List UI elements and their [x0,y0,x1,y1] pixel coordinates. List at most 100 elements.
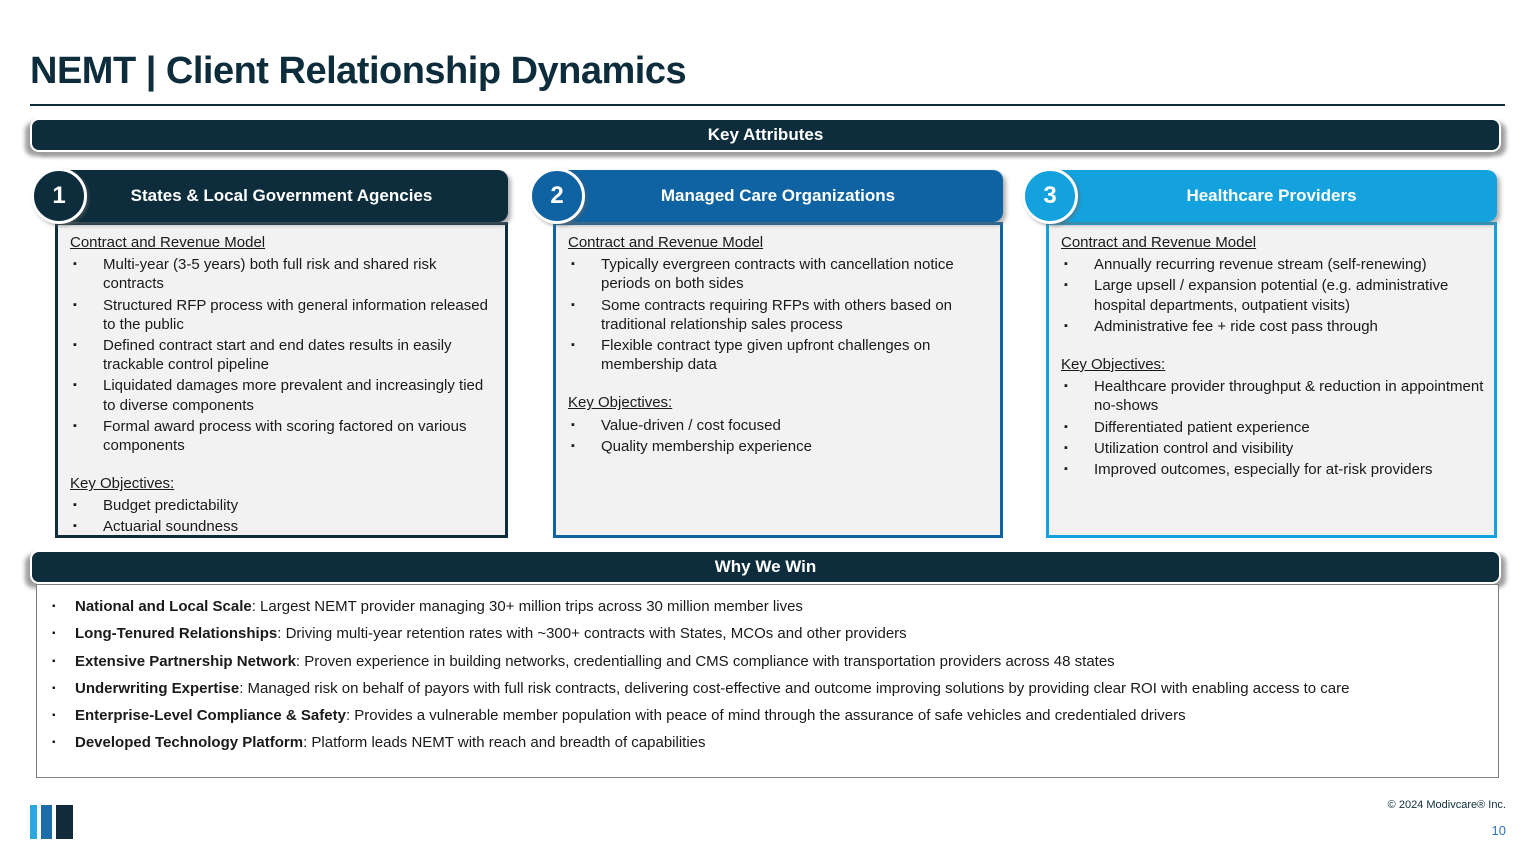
bullet-square-icon: ▪ [52,628,56,640]
why-we-win-panel: ▪ National and Local Scale: Largest NEMT… [36,584,1499,778]
list-item: ▪ Utilization control and visibility [1061,439,1486,458]
bullet-text: Budget predictability [103,497,239,515]
bullet-square-icon: ▪ [52,737,56,749]
card-body: Contract and Revenue Model ▪ Annually rec… [1046,222,1497,538]
why-item-text: Extensive Partnership Network: Proven ex… [75,653,1115,672]
card-states-local-government: 1 States & Local Government Agencies Con… [31,168,508,538]
logo-bar-navy [56,805,73,839]
list-item: ▪Quality membership experience [568,437,992,456]
bullet-square-icon: ▪ [571,258,575,271]
bullet-text: Annually recurring revenue stream (self-… [1094,256,1427,274]
logo-bar-light-blue [30,805,37,839]
bullet-square-icon: ▪ [73,419,77,432]
list-item: ▪Large upsell / expansion potential (e.g… [1061,276,1486,314]
list-item: ▪ Administrative fee + ride cost pass thr… [1061,317,1486,336]
why-item-text: Developed Technology Platform: Platform … [75,734,706,753]
card-body: Contract and Revenue Model ▪Multi-year (… [55,222,508,538]
list-item: ▪ National and Local Scale: Largest NEMT… [47,598,1488,617]
list-item: ▪Budget predictability [70,496,497,515]
list-item: ▪ Multi-year (3-5 years) both full risk a… [70,255,497,293]
contract-bullet-list: ▪ Annually recurring revenue stream (self… [1061,255,1486,336]
list-item: ▪Value-driven / cost focused [568,416,992,435]
list-item: ▪ Annually recurring revenue stream (self… [1061,255,1486,274]
objectives-bullet-list: ▪Value-driven / cost focused ▪Quality me… [568,416,992,456]
why-we-win-banner: Why We Win [30,550,1501,584]
list-item: ▪ Actuarial soundness [70,517,497,536]
bullet-square-icon: ▪ [1064,441,1068,454]
copyright-text: © 2024 Modivcare® Inc. [1387,799,1506,811]
why-item-lead: National and Local Scale [75,598,252,615]
why-item-rest: : Provides a vulnerable member populatio… [345,707,1186,724]
why-item-lead: Long-Tenured Relationships [75,625,278,643]
section-heading-contract: Contract and Revenue Model [568,234,764,251]
bullet-text: Multi-year (3-5 years) both full risk an… [103,256,437,293]
why-item-rest: : Proven experience in building networks… [295,652,1115,670]
bullet-text: Structured RFP process with general info… [103,296,488,333]
bullet-text: Differentiated patient experience [1094,418,1310,436]
why-item-rest: : Driving multi-year retention rates wit… [277,625,907,643]
card-header: 3 Healthcare Providers [1022,168,1497,224]
why-we-win-banner-label: Why We Win [714,557,817,576]
bullet-text: Quality membership experience [601,437,812,455]
bullet-text: Administrative fee + ride cost pass thro… [1094,317,1378,335]
list-item: ▪Healthcare provider throughput & reduct… [1061,377,1486,415]
list-item: ▪ Differentiated patient experience [1061,418,1486,437]
contract-bullet-list: ▪ Typically evergreen contracts with canc… [568,255,992,374]
bullet-text: Utilization control and visibility [1094,439,1294,457]
bullet-square-icon: ▪ [73,298,77,311]
why-item-lead: Developed Technology Platform [75,734,304,752]
card-managed-care-organizations: 2 Managed Care Organizations Contract an… [529,168,1003,538]
bullet-square-icon: ▪ [52,682,56,694]
section-heading-objectives: Key Objectives: [1061,355,1166,373]
bullet-text: Liquidated damages more prevalent and in… [103,377,484,414]
page-number: 10 [1491,823,1506,838]
why-item-rest: : Largest NEMT provider managing 30+ mil… [251,598,803,615]
list-item: ▪ Improved outcomes, especially for at-ri… [1061,460,1486,479]
card-title: Healthcare Providers [1186,186,1357,205]
bullet-square-icon: ▪ [1064,462,1068,475]
bullet-square-icon: ▪ [52,655,56,667]
bullet-square-icon: ▪ [73,520,77,533]
logo-bar-mid-blue [41,805,52,839]
bullet-square-icon: ▪ [52,601,56,612]
bullet-square-icon: ▪ [73,258,77,271]
card-body: Contract and Revenue Model ▪ Typically ev… [553,222,1003,538]
bullet-text: Formal award process with scoring factor… [103,417,467,454]
bullet-square-icon: ▪ [571,338,575,351]
card-header: 1 States & Local Government Agencies [31,168,508,224]
card-header: 2 Managed Care Organizations [529,168,1003,224]
why-item-lead: Underwriting Expertise [75,679,240,697]
list-item: ▪ Structured RFP process with general inf… [70,296,497,334]
bullet-text: Actuarial soundness [103,518,239,536]
key-attributes-banner: Key Attributes [30,118,1501,152]
bullet-square-icon: ▪ [1064,319,1068,332]
bullet-text: Defined contract start and end dates res… [103,336,452,374]
bullet-square-icon: ▪ [52,710,56,721]
bullet-text: Healthcare provider throughput & reducti… [1094,378,1484,415]
why-item-text: Enterprise-Level Compliance & Safety: Pr… [75,707,1186,726]
card-title: Managed Care Organizations [660,186,896,205]
list-item: ▪ Underwriting Expertise: Managed risk o… [47,680,1488,699]
why-item-rest: : Platform leads NEMT with reach and bre… [303,734,706,752]
bullet-text: Typically evergreen contracts with cance… [601,256,954,293]
list-item: ▪ Extensive Partnership Network: Proven … [47,653,1488,672]
key-attributes-banner-label: Key Attributes [707,125,824,144]
contract-bullet-list: ▪ Multi-year (3-5 years) both full risk a… [70,255,497,455]
section-heading-contract: Contract and Revenue Model [1061,234,1257,251]
list-item: ▪ Flexible contract type given upfront ch… [568,336,992,374]
section-heading-objectives: Key Objectives: [70,475,175,493]
bullet-square-icon: ▪ [571,418,575,431]
bullet-square-icon: ▪ [571,298,575,311]
number-badge-1: 1 [31,168,87,224]
bullet-square-icon: ▪ [1064,258,1068,271]
modivcare-logo [30,805,73,839]
list-item: ▪Some contracts requiring RFPs with othe… [568,296,992,334]
bullet-square-icon: ▪ [1064,420,1068,433]
list-item: ▪ Developed Technology Platform: Platfor… [47,734,1488,753]
bullet-square-icon: ▪ [73,379,77,392]
why-item-lead: Extensive Partnership Network [75,652,296,670]
why-item-rest: : Managed risk on behalf of payors with … [239,679,1350,697]
why-item-lead: Enterprise-Level Compliance & Safety [75,707,346,724]
bullet-text: Flexible contract type given upfront cha… [601,336,931,374]
bullet-text: Improved outcomes, especially for at-ris… [1094,460,1433,478]
